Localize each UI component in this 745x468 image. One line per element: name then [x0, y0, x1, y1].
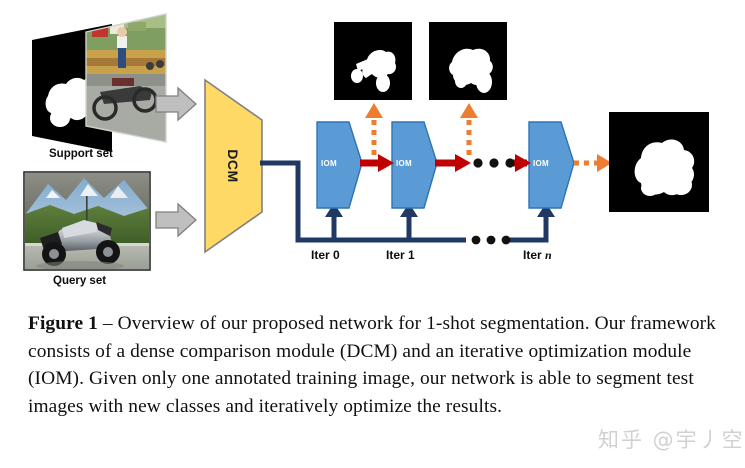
mask-final-image — [609, 112, 709, 212]
iom-flow-arrows — [360, 154, 531, 172]
iter-prefix-n: Iter — [523, 248, 546, 262]
iter-label-0: Iter 0 — [311, 248, 340, 262]
iter-prefix-1: Iter — [386, 248, 409, 262]
mask-readout-arrow-0 — [365, 103, 383, 155]
iter-value-1: 1 — [408, 248, 415, 262]
query-input-arrow — [155, 202, 197, 238]
iom-label-0: IOM — [321, 159, 338, 168]
iter-prefix-0: Iter — [311, 248, 334, 262]
mask-readout-arrow-1 — [460, 103, 478, 155]
iter-label-1: Iter 1 — [386, 248, 415, 262]
caption-body: Overview of our proposed network for 1-s… — [28, 313, 716, 417]
iom-block-n[interactable] — [528, 121, 575, 209]
iter-label-n: Iter n — [523, 248, 552, 263]
iom-input-arrows — [325, 203, 555, 240]
iter-value-0: 0 — [333, 248, 340, 262]
dcm-label: DCM — [225, 149, 241, 183]
diagram-svg — [23, 13, 709, 271]
iom-block-0[interactable] — [316, 121, 363, 209]
caption-dash: – — [97, 313, 118, 334]
query-photo-image — [23, 171, 151, 271]
figure-caption: Figure 1 – Overview of our proposed netw… — [28, 310, 718, 420]
support-photo-image — [85, 13, 167, 143]
caption-figure-label: Figure 1 — [28, 313, 98, 334]
iom-block-1[interactable] — [391, 121, 438, 209]
network-diagram: Support set Query set DCM IOM IOM IOM It… — [23, 13, 709, 287]
support-input-arrow — [155, 86, 197, 122]
flow-ellipsis — [473, 158, 515, 168]
dcm-module[interactable] — [204, 78, 263, 254]
caption-paragraph: Figure 1 – Overview of our proposed netw… — [28, 310, 718, 420]
mask-iter-1-image — [429, 22, 507, 100]
iom-label-n: IOM — [533, 159, 550, 168]
iom-label-1: IOM — [396, 159, 413, 168]
mask-iter-0-image — [334, 22, 412, 100]
query-set-label: Query set — [53, 275, 107, 287]
mask-readout-arrow-final — [574, 154, 612, 172]
bottom-rail-ellipsis — [471, 235, 511, 245]
support-set-label: Support set — [49, 148, 113, 160]
watermark-text: 知乎 @宇丿空 — [598, 428, 745, 452]
iter-value-n: n — [545, 248, 552, 262]
